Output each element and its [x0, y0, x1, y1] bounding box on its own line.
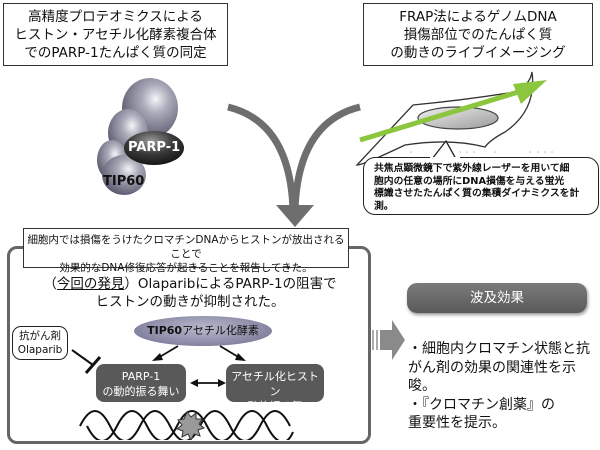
callout-line: 共焦点顕微鏡下で紫外線レーザーを用いて細: [374, 163, 570, 174]
drug-line: 抗がん剤: [19, 330, 61, 342]
finding-label: 今回の発見: [56, 276, 125, 292]
finding-line-1-text: OlaparibによるPARP-1の阻害で: [137, 276, 337, 292]
proteomics-title-line: ヒストン・アセチル化酵素複合体: [14, 27, 217, 43]
effects-header: 波及効果: [407, 283, 587, 313]
frap-title-line: 損傷部位でのたんぱく質: [403, 27, 553, 43]
histone-box-line: アセチル化ヒストン: [231, 370, 319, 398]
frap-description-callout: 共焦点顕微鏡下で紫外線レーザーを用いて細 胞内の任意の場所にDNA損傷を与える蛍…: [363, 157, 599, 215]
tip60-label: TIP60: [103, 174, 145, 189]
enzyme-rest: アセチル化酵素: [182, 324, 259, 337]
protein-complex-illustration: [97, 78, 184, 195]
parp1-label: PARP-1: [128, 140, 181, 155]
histone-dynamics-box: アセチル化ヒストン の動的振る舞い: [226, 364, 324, 413]
enzyme-bold: TIP60: [147, 324, 183, 337]
parp-box-line: PARP-1: [121, 370, 161, 383]
parp1-subunit: [124, 131, 184, 165]
olaparib-drug-box: 抗がん剤 Olaparib: [12, 326, 68, 360]
laser-beam: [359, 87, 526, 143]
effects-line: 唆。: [408, 378, 436, 394]
arrow-head: [276, 205, 314, 227]
proteomics-title-box: 高精度プロテオミクスによる ヒストン・アセチル化酵素複合体 でのPARP-1たん…: [3, 3, 228, 66]
effects-line: ・細胞内クロマチン状態と抗: [408, 341, 590, 357]
frap-title-line: FRAP法によるゲノムDNA: [399, 9, 557, 25]
paren-close: ）: [124, 276, 138, 292]
drug-line: Olaparib: [17, 344, 63, 356]
effects-text: ・細胞内クロマチン状態と抗 がん剤の効果の関連性を示 唆。 ・『クロマチン創薬』…: [408, 340, 598, 433]
finding-line-1: （今回の発見）OlaparibによるPARP-1の阻害で: [20, 275, 360, 293]
callout-pointer: [430, 140, 460, 160]
frap-title-box: FRAP法によるゲノムDNA 損傷部位でのたんぱく質 の動きのライブイメージング: [363, 3, 593, 66]
nucleus: [417, 106, 499, 130]
callout-line: 測。: [374, 200, 394, 212]
previous-report-box: 細胞内では損傷をうけたクロマチンDNAからヒストンが放出されることで 効果的なD…: [23, 228, 349, 274]
dna-helix: [79, 410, 294, 440]
cell-laser-illustration: [355, 71, 553, 166]
dna-strand: [79, 410, 291, 440]
callout-line: 胞内の任意の場所にDNA損傷を与える蛍光: [374, 175, 565, 187]
arrow-enzyme-to-parp: [152, 345, 179, 361]
proteomics-title-line: でのPARP-1たんぱく質の同定: [24, 45, 207, 61]
parp1-dynamics-box: PARP-1 の動的振る舞い: [96, 364, 186, 402]
dna-strand: [86, 410, 294, 440]
callout-line: 標識させたたんぱく質の集積ダイナミクスを計: [374, 188, 580, 199]
tip60-subunit: [102, 155, 146, 195]
dna-damage-icon: [175, 411, 206, 440]
pathway-arrows: [71, 345, 246, 387]
histone-box-line: の動的振る舞い: [236, 400, 314, 413]
report-line: 細胞内では損傷をうけたクロマチンDNAからヒストンが放出されることで: [27, 234, 345, 260]
laser-arrow-head: [513, 80, 547, 104]
paren-open: （: [43, 276, 57, 292]
tip60-enzyme-ellipse: TIP60アセチル化酵素: [134, 316, 272, 346]
bidirectional-arrow: [190, 379, 226, 387]
converging-arrow: [227, 103, 361, 227]
current-finding-text: （今回の発見）OlaparibによるPARP-1の阻害で ヒストンの動きが抑制さ…: [20, 275, 360, 311]
frap-title-line: の動きのライブイメージング: [390, 45, 566, 61]
finding-line-2: ヒストンの動きが抑制された。: [95, 294, 285, 310]
report-line: 効果的なDNA修復応答が起きることを報告してきた。: [59, 262, 313, 274]
effects-line: 重要性を提示。: [408, 415, 506, 431]
dotted-line: [410, 151, 553, 153]
right-arrow: [372, 320, 405, 360]
proteomics-title-line: 高精度プロテオミクスによる: [28, 9, 203, 25]
effects-line: ・『クロマチン創薬』の: [408, 396, 555, 413]
parp-box-line: の動的振る舞い: [102, 385, 180, 398]
arrow-enzyme-to-histone: [219, 345, 246, 361]
inhibition-line: [71, 349, 102, 374]
effects-line: がん剤の効果の関連性を示: [408, 359, 576, 376]
